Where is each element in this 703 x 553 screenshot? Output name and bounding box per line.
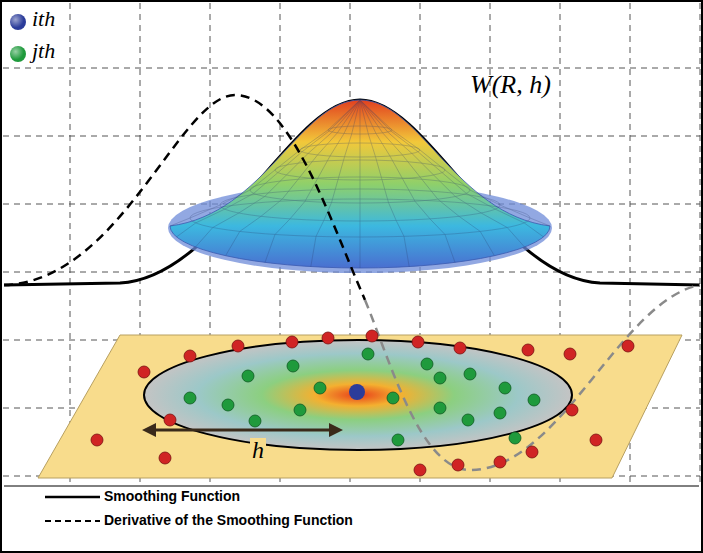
mesh-meridian (360, 100, 409, 267)
particle-outside (526, 446, 538, 458)
particle-j (249, 415, 261, 427)
particle-outside (184, 350, 196, 362)
particle-outside (564, 348, 576, 360)
derivative-curve-behind (365, 285, 700, 470)
legend-rule (4, 486, 699, 487)
mesh-meridian (265, 100, 360, 262)
mesh-meridian (360, 100, 455, 262)
grid (3, 3, 700, 484)
particle-j (222, 399, 234, 411)
legend-text: Derivative of the Smoothing Function (104, 512, 353, 528)
particle-j (387, 392, 399, 404)
kernel-label: W(R, h) (470, 70, 551, 100)
particle-j (464, 368, 476, 380)
particle-outside (566, 404, 578, 416)
particle-j (392, 434, 404, 446)
mesh-meridian (170, 100, 360, 226)
particle-j (362, 348, 374, 360)
mesh-meridian (360, 100, 361, 268)
particle-j (434, 372, 446, 384)
legend-swatch (10, 46, 26, 62)
particle-outside (454, 342, 466, 354)
grid-line (700, 3, 701, 484)
legend-text: jth (32, 38, 55, 64)
kernel-mesh (170, 100, 550, 268)
legend-solid (45, 496, 100, 499)
radius-arrowheads (142, 423, 343, 437)
legend-dashed (45, 520, 100, 522)
particle-j (499, 382, 511, 394)
particles (91, 330, 634, 476)
particle-outside (91, 434, 103, 446)
particle-j (314, 382, 326, 394)
support-domain (144, 340, 572, 450)
mesh-meridian (360, 100, 550, 226)
particle-j (494, 407, 506, 419)
particle-j (434, 402, 446, 414)
particle-j (462, 414, 474, 426)
mesh-meridian (360, 100, 525, 247)
particle-outside (322, 332, 334, 344)
particle-outside (452, 459, 464, 471)
particle-j (287, 360, 299, 372)
particle-j (294, 404, 306, 416)
particle-outside (366, 330, 378, 342)
particle-outside (494, 456, 506, 468)
legend-swatch (10, 14, 26, 30)
kernel-surface (170, 100, 550, 268)
grid-line (3, 68, 700, 69)
particle-outside (622, 340, 634, 352)
legend-text: Smoothing Function (104, 488, 240, 504)
legend-text: ith (32, 6, 55, 32)
particle-j (421, 358, 433, 370)
particle-outside (286, 336, 298, 348)
grid-line (70, 3, 71, 484)
plane (38, 335, 682, 478)
particle-j (509, 432, 521, 444)
particle-outside (590, 434, 602, 446)
particle-outside (138, 366, 150, 378)
radius-label: h (250, 438, 266, 462)
derivative-curve (4, 95, 365, 300)
radius-arrow (152, 429, 333, 432)
smoothing-curve (4, 100, 700, 285)
particle-j (528, 394, 540, 406)
particle-outside (164, 414, 176, 426)
particle-j (184, 392, 196, 404)
particle-outside (232, 340, 244, 352)
particle-outside (412, 336, 424, 348)
particle-i (349, 384, 365, 400)
mesh-meridian (360, 100, 544, 237)
particle-outside (414, 464, 426, 476)
particle-outside (522, 344, 534, 356)
particle-j (242, 370, 254, 382)
mesh-meridian (177, 100, 361, 237)
mesh-meridian (360, 100, 494, 256)
particle-outside (159, 452, 171, 464)
